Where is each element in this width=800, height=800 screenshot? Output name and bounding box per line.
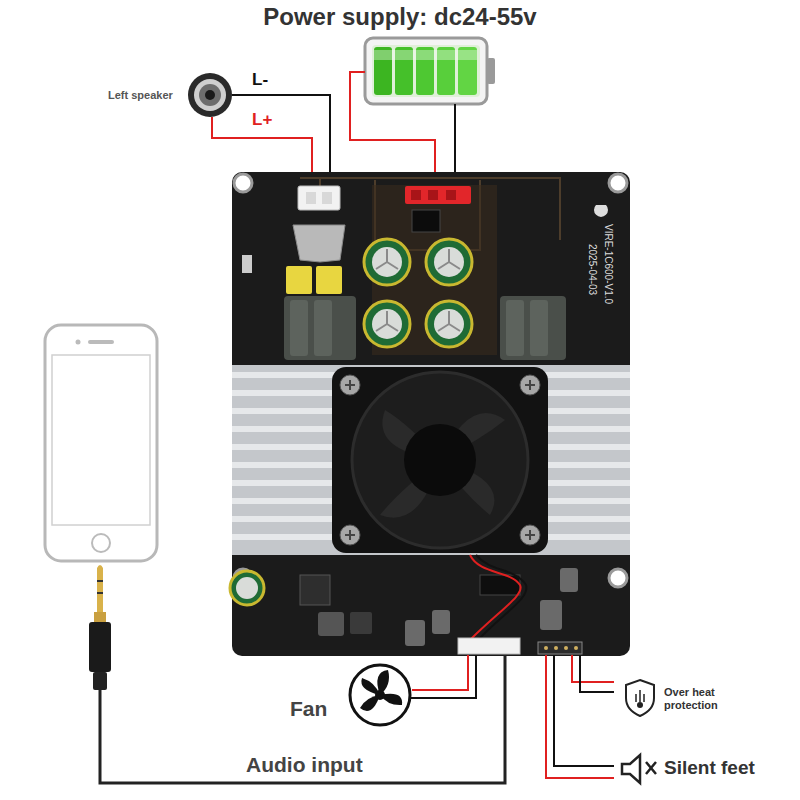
- heatsink: [232, 365, 630, 555]
- terminal-label: L-: [252, 70, 268, 90]
- speaker-label: Left speaker: [108, 89, 173, 102]
- mute-label: Silent feet: [664, 757, 755, 779]
- fan-wiring: [350, 655, 476, 725]
- audio-plug: [89, 565, 505, 783]
- board-components: [230, 555, 582, 654]
- cooling-fan: [332, 367, 548, 553]
- phone-icon: [45, 325, 157, 561]
- board-marking: VIRE-1C600-V1.0: [603, 224, 615, 304]
- diagram-title: Power supply: dc24-55v: [0, 3, 800, 31]
- fan-label: Fan: [290, 697, 327, 721]
- terminal-label: L+: [252, 110, 272, 130]
- speaker-icon: [188, 73, 232, 117]
- input-label: Audio input: [246, 753, 363, 777]
- protection-wiring: [546, 655, 656, 783]
- protection-label: Over heat protection: [664, 686, 748, 712]
- battery-icon: [365, 38, 495, 104]
- amplifier-board: [232, 172, 630, 656]
- board-marking: 2025-04-03: [587, 244, 599, 295]
